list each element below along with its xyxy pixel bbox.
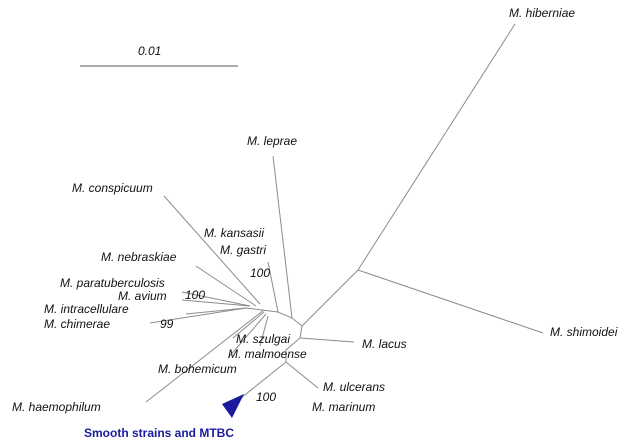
branch-avium (181, 299, 251, 307)
branch-bohemicum (227, 313, 267, 359)
taxon-label-malmoense: M. malmoense (228, 347, 307, 361)
taxon-label-chimerae: M. chimerae (44, 317, 110, 331)
taxon-label-szulgai: M. szulgai (236, 332, 290, 346)
taxon-label-leprae: M. leprae (247, 134, 297, 148)
taxon-label-conspicuum: M. conspicuum (72, 181, 153, 195)
taxon-label-lacus: M. lacus (362, 337, 407, 351)
branch-shimoidei (357, 269, 544, 334)
branch-kansasii-gastri (267, 261, 279, 313)
branch-intracellulare (185, 307, 247, 315)
clade-label-smooth-strains: Smooth strains and MTBC (84, 426, 234, 440)
scale-bar-label: 0.01 (138, 44, 161, 58)
taxon-label-gastri: M. gastri (220, 243, 266, 257)
bootstrap-value-smooth-clade: 100 (256, 390, 276, 404)
branch-haemophilum (145, 309, 265, 403)
taxon-label-intracellulare: M. intracellulare (44, 302, 129, 316)
bootstrap-value-chimerae: 99 (160, 317, 174, 331)
taxon-label-ulcerans: M. ulcerans (323, 380, 385, 394)
taxon-label-avium: M. avium (118, 289, 167, 303)
branch-lacus (299, 337, 355, 343)
taxon-label-marinum: M. marinum (312, 400, 375, 414)
branch-nebraskiae (195, 265, 257, 307)
taxon-label-haemophilum: M. haemophilum (12, 400, 101, 414)
upper-trunk-branch (301, 269, 359, 327)
smooth-strains-clade-triangle (222, 394, 244, 418)
branch-conspicuum (163, 195, 261, 305)
branch-hiberniae (357, 23, 516, 271)
taxon-label-kansasii: M. kansasii (204, 226, 264, 240)
bootstrap-value-avium: 100 (185, 288, 205, 302)
branch-chimerae (149, 307, 247, 324)
branch-malmoense (259, 315, 269, 347)
branch-leprae (272, 155, 293, 319)
taxon-label-bohemicum: M. bohemicum (158, 362, 237, 376)
taxon-label-shimoidei: M. shimoidei (550, 325, 618, 339)
taxon-label-paratuberculosis: M. paratuberculosis (60, 276, 165, 290)
branch-ulcerans-marinum (285, 361, 319, 389)
branch-paratuberculosis (181, 291, 251, 307)
taxon-label-nebraskiae: M. nebraskiae (101, 250, 177, 264)
bootstrap-value-kansasii-gastri: 100 (250, 266, 270, 280)
branch-szulgai (232, 311, 265, 339)
branch-smooth-strains (235, 361, 287, 403)
taxon-label-hiberniae: M. hiberniae (509, 6, 575, 20)
